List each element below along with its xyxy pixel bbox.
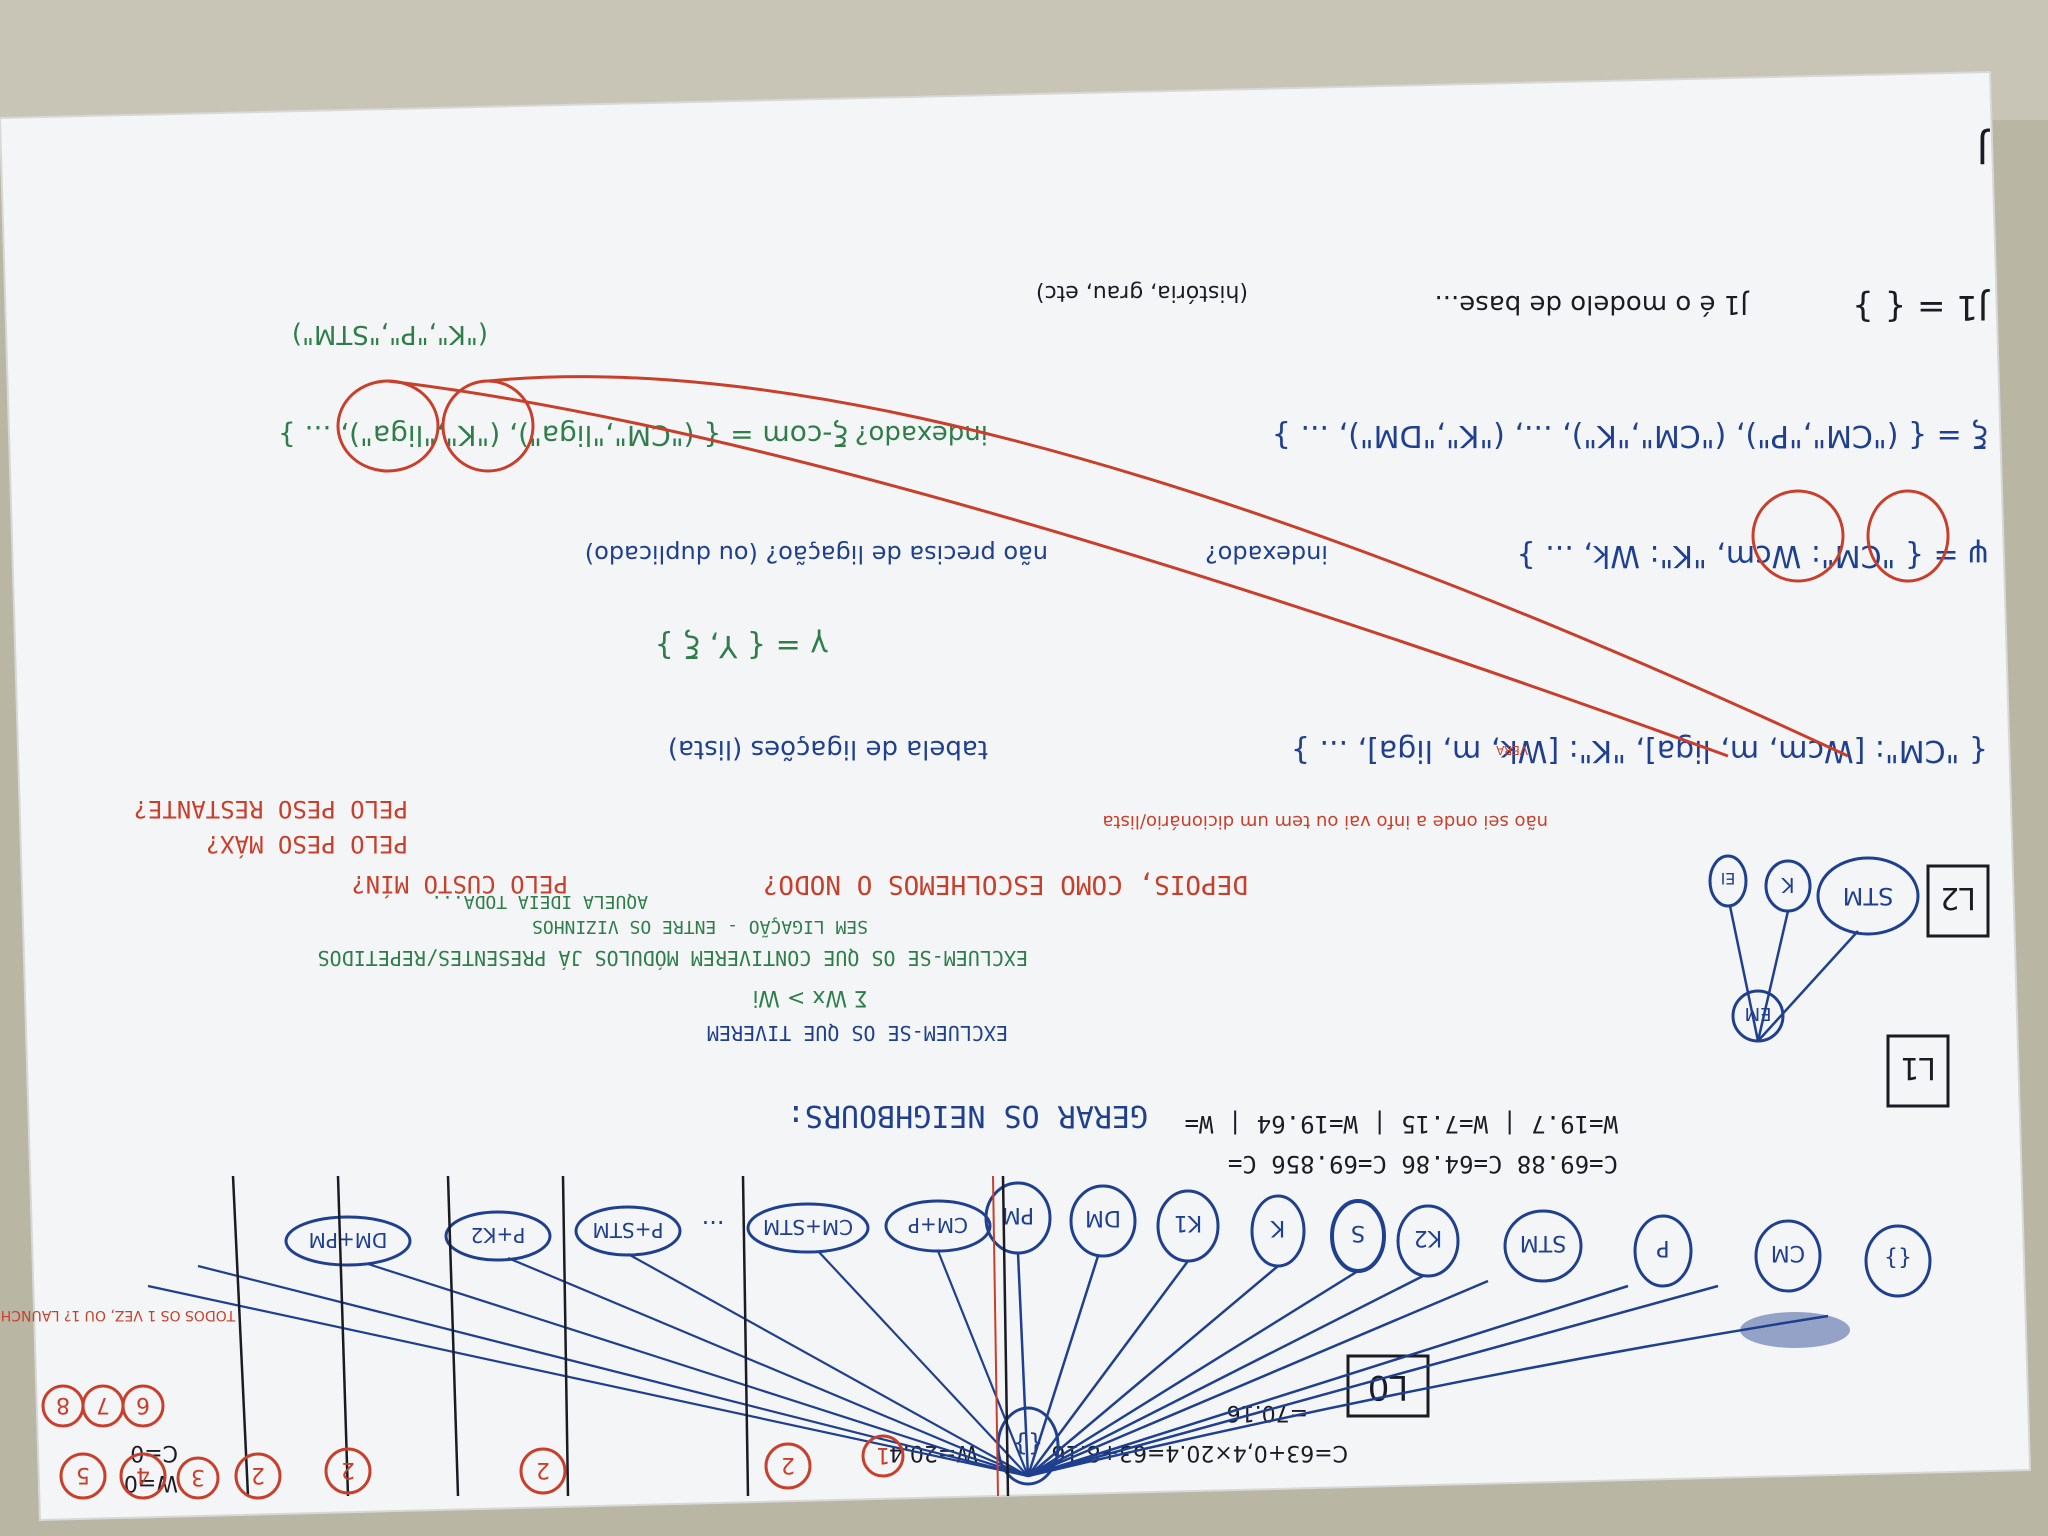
svg-text:1: 1 — [876, 1442, 890, 1467]
svg-text:4: 4 — [136, 1462, 150, 1487]
column-lines — [231, 1175, 1010, 1497]
level2-edges — [147, 1250, 1030, 1478]
svg-text:EI: EI — [1721, 869, 1736, 888]
scribble — [1740, 1312, 1850, 1348]
svg-text:EM: EM — [1745, 1003, 1772, 1024]
choose-opt-2: PELO PESO MÁX? — [206, 830, 408, 859]
svg-text:CM+P: CM+P — [908, 1213, 968, 1237]
svg-text:K: K — [1270, 1215, 1285, 1240]
choose-opt-3: PELO PESO RESTANTE? — [133, 795, 408, 823]
svg-text:6: 6 — [136, 1392, 150, 1417]
exclude-note-4: AQUELA IDEIA TODA... — [431, 891, 648, 912]
exclude-sum: Σ Wx > Wi — [753, 985, 868, 1010]
svg-text:P+STM: P+STM — [593, 1218, 664, 1242]
green-tuple: ("K","P","STM") — [292, 319, 488, 349]
red-note-small: VERA — [1495, 743, 1528, 757]
l0-box — [1346, 1354, 1430, 1418]
red-counter-labels: 1 2 2 2 2 3 4 5 6 7 8 — [56, 1392, 890, 1489]
l2-label: L2 — [1940, 880, 1976, 915]
psi-note: indexado? — [1205, 540, 1328, 568]
level2-nodes: CM+P CM+STM ... P+STM P+K2 DM+PM — [284, 1199, 992, 1267]
j-paren: (história, grau, etc) — [1036, 280, 1248, 305]
generate-note: GERAR OS NEIGHBOURS: — [787, 1098, 1148, 1133]
svg-text:2: 2 — [536, 1457, 550, 1482]
j-set: J1 = { } — [1852, 287, 1990, 327]
l1-weights: W=19.7 | W=7.15 | W=19.64 | W= — [1185, 1110, 1618, 1138]
red-note-launch: TODOS OS 1 VEZ, OU 1? LAUNCH — [1, 1307, 237, 1323]
svg-text:5: 5 — [76, 1462, 90, 1487]
w0: W=0 — [124, 1470, 178, 1495]
svg-text:CM+STM: CM+STM — [763, 1215, 853, 1239]
dict-line: { "CM": [Wcm, m, liga], "K": [Wk, m, lig… — [1291, 733, 1988, 768]
svg-text:2: 2 — [781, 1452, 795, 1477]
svg-text:S: S — [1351, 1220, 1365, 1245]
l1-costs: C=69.88 C=64.86 C=69.856 C= — [1228, 1150, 1618, 1178]
svg-text:P: P — [1656, 1235, 1669, 1260]
j-note: J1 é o modelo de base... — [1434, 289, 1750, 319]
l1-label: L1 — [1900, 1050, 1936, 1085]
svg-text:8: 8 — [56, 1392, 70, 1417]
svg-text:DM+PM: DM+PM — [309, 1228, 388, 1252]
exclude-note-1: EXCLUEM-SE OS QUE TIVEREM — [707, 1021, 1008, 1045]
svg-text:2: 2 — [341, 1457, 355, 1482]
choose-note: DEPOIS, COMO ESCOLHEMOS O NODO? — [763, 869, 1248, 899]
exclude-note-2: EXCLUEM-SE OS QUE CONTIVEREM MÓDULOS JÁ … — [318, 946, 1028, 970]
xi-alt: ξ-com = { ("CM","liga"), ("K","liga"), .… — [278, 419, 848, 452]
choose-opt-1: PELO CUSTO MÍN? — [351, 870, 568, 899]
c0: C=0 — [130, 1440, 178, 1465]
svg-text:{}: {} — [1884, 1245, 1912, 1270]
upside-down-content: L0 C=63+0,4×20.4=63+8.16 W=20.4 =70.16 C… — [1, 127, 1990, 1500]
svg-text:3: 3 — [191, 1464, 205, 1489]
l2-tree: EM STM K EI — [1708, 854, 1920, 1043]
exclude-note-3: SEM LIGAÇÃO - ENTRE OS VIZINHOS — [532, 916, 868, 938]
svg-text:STM: STM — [1520, 1230, 1566, 1255]
xi-set: ξ = { ("CM","P"), ("CM","K"), ..., ("K",… — [1272, 418, 1988, 453]
paper-sheet — [0, 72, 2030, 1520]
svg-text:2: 2 — [251, 1462, 265, 1487]
red-column-line — [992, 1175, 999, 1497]
green-note: não precisa de ligação? (ou duplicado) — [585, 540, 1048, 568]
svg-text:P+K2: P+K2 — [471, 1223, 526, 1247]
svg-text:K1: K1 — [1174, 1210, 1202, 1235]
svg-text:CM: CM — [1771, 1240, 1805, 1265]
svg-text:...: ... — [702, 1215, 725, 1243]
l1-box — [1886, 1034, 1950, 1108]
gamma: γ = { Y, ξ } — [655, 628, 828, 663]
svg-text:DM: DM — [1085, 1205, 1121, 1230]
red-highlights — [336, 375, 1950, 758]
red-counters — [41, 1384, 905, 1500]
svg-text:K: K — [1781, 873, 1795, 897]
xi-note: indexado? — [855, 419, 988, 449]
l2-box — [1926, 864, 1990, 938]
svg-text:STM: STM — [1843, 882, 1894, 910]
svg-text:K2: K2 — [1414, 1225, 1442, 1250]
level1-edges — [1016, 1252, 1829, 1478]
red-note: não sei onde a info vai ou tem um dicion… — [1102, 811, 1548, 832]
svg-text:PM: PM — [1002, 1202, 1034, 1227]
dict-note: tabela de ligações (lista) — [668, 734, 988, 764]
svg-text:7: 7 — [96, 1392, 110, 1417]
j-label: J — [1977, 127, 1990, 171]
